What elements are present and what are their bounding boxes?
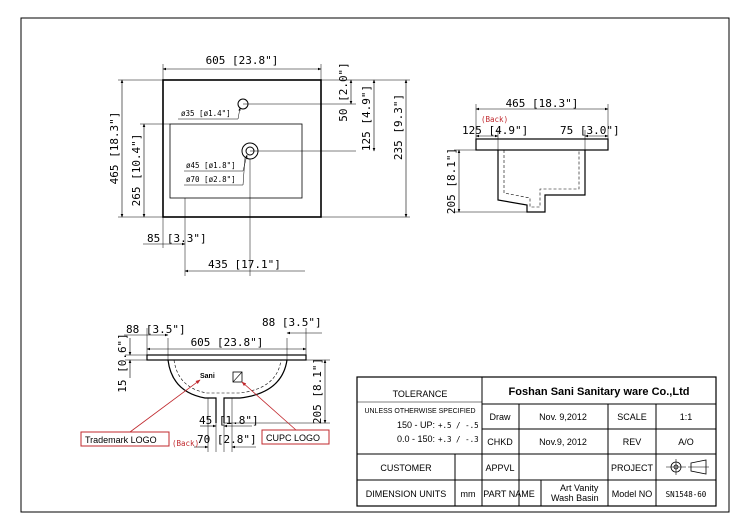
project-label: PROJECT: [611, 463, 654, 473]
offset-125-dim: 125 [4.9"]: [360, 85, 373, 151]
faucet-hole-callout: ø35 [ø1.4"]: [181, 109, 231, 118]
part-name-line1: Art Vanity: [560, 483, 599, 493]
sani-logo-mark: Sani: [200, 373, 215, 380]
front-drain-inner-dim: 45 [1.8"]: [199, 414, 259, 427]
model-no-value: SN1548-60: [666, 490, 707, 499]
front-left-overhang-dim: 88 [3.5"]: [126, 323, 186, 336]
cupc-logo-label: CUPC LOGO: [266, 433, 320, 443]
side-height-dim: 205 [8.1"]: [445, 148, 458, 214]
side-right-dim: 75 [3.0"]: [560, 124, 620, 137]
side-left-dim: 125 [4.9"]: [462, 124, 528, 137]
company-name: Foshan Sani Sanitary ware Co.,Ltd: [509, 386, 690, 398]
trademark-back-label: (Back): [172, 439, 199, 448]
side-top-slab: [475, 138, 609, 151]
projection-symbol-icon: [666, 459, 709, 475]
cupc-logo-mark: [232, 371, 243, 383]
front-drain-outer-dim: 70 [2.8"]: [197, 433, 257, 446]
left-offset-dim: 85 [3.3"]: [147, 232, 207, 245]
side-back-label: (Back): [481, 115, 508, 124]
drain-x-dim: 435 [17.1"]: [208, 258, 281, 271]
model-no-label: Model NO: [612, 489, 653, 499]
rev-value: A/O: [678, 437, 694, 447]
sheet-border: [20, 17, 730, 513]
title-block: TOLERANCE UNLESS OTHERWISE SPECIFIED 150…: [356, 376, 717, 507]
front-thickness-dim: 15 [0.6"]: [116, 333, 129, 393]
trademark-logo-box: [80, 431, 170, 447]
drain-outer-callout: ø70 [ø2.8"]: [186, 175, 236, 184]
draw-label: Draw: [489, 412, 511, 422]
side-bowl-outline: [497, 150, 586, 213]
offset-235-dim: 235 [9.3"]: [392, 94, 405, 160]
tol-0-150-label: 0.0 - 150:: [397, 434, 435, 444]
draw-date: Nov. 9,2012: [539, 412, 587, 422]
dim-units-label: DIMENSION UNITS: [366, 489, 447, 499]
front-height-dim: 205 [8.1"]: [311, 358, 324, 424]
part-name-line2: Wash Basin: [551, 493, 599, 503]
part-name-label: PART NAME: [483, 489, 535, 499]
drain-inner-callout: ø45 [ø1.8"]: [186, 161, 236, 170]
side-bowl-hidden: [503, 150, 580, 208]
tolerance-note: UNLESS OTHERWISE SPECIFIED: [364, 408, 475, 415]
top-view: 605 [23.8"] 465 [18.3"] 265 [10.4"] 50 […: [108, 54, 410, 276]
scale-label: SCALE: [617, 412, 647, 422]
front-width-dim: 605 [23.8"]: [191, 336, 264, 349]
customer-label: CUSTOMER: [380, 463, 432, 473]
scale-value: 1:1: [680, 412, 693, 422]
side-view: 465 [18.3"] (Back) 125 [4.9"] 75 [3.0"] …: [445, 97, 620, 214]
tol-150-up-label: 150 - UP:: [397, 420, 435, 430]
offset-50-dim: 50 [2.0"]: [337, 62, 350, 122]
basin-outline: [162, 79, 322, 218]
front-right-overhang-dim: 88 [3.5"]: [262, 316, 322, 329]
front-top-slab: [146, 354, 307, 361]
tolerance-title: TOLERANCE: [393, 389, 448, 399]
trademark-logo-label: Trademark LOGO: [85, 435, 157, 445]
basin-bowl-outline: [169, 123, 303, 199]
top-width-dim: 605 [23.8"]: [206, 54, 279, 67]
top-height-dim: 465 [18.3"]: [108, 112, 121, 185]
appvl-label: APPVL: [485, 463, 514, 473]
dim-units-value: mm: [461, 489, 476, 499]
chkd-date: Nov.9, 2012: [539, 437, 587, 447]
side-depth-dim: 465 [18.3"]: [506, 97, 579, 110]
inner-height-dim: 265 [10.4"]: [130, 134, 143, 207]
chkd-label: CHKD: [487, 437, 513, 447]
front-bowl-hidden: [173, 359, 282, 394]
rev-label: REV: [623, 437, 642, 447]
tol-150-up-value: +.5 / -.5: [438, 421, 479, 430]
tol-0-150-value: +.3 / -.3: [438, 435, 479, 444]
front-view: Sani 88 [3.5"] 88 [3.5"] 605 [23.8"] 15 …: [80, 316, 330, 452]
front-bowl-outline: [167, 359, 288, 423]
